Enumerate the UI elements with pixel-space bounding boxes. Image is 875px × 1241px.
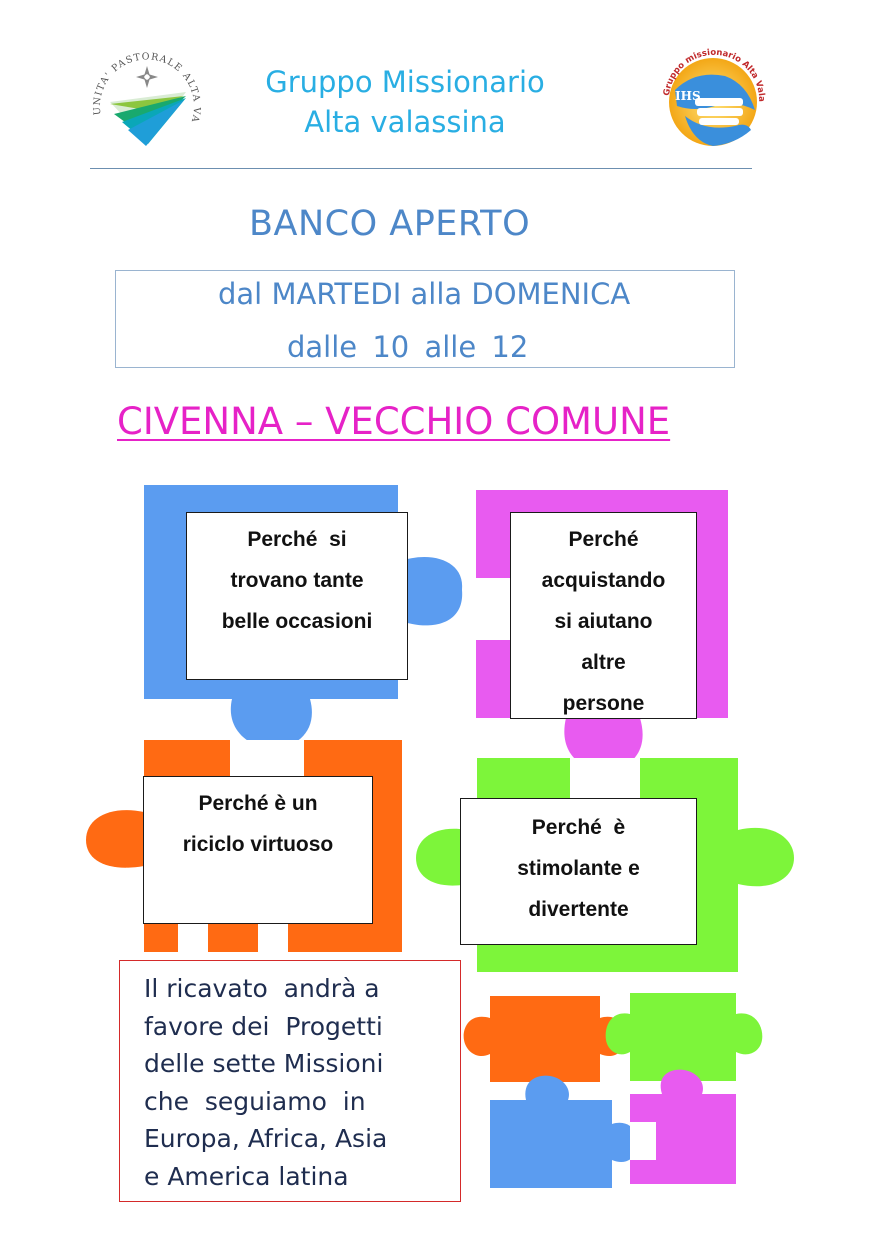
proceeds-text: Il ricavato andrà a favore dei Progetti …	[144, 970, 387, 1195]
group-title: Gruppo Missionario Alta valassina	[215, 62, 595, 142]
hours-box	[115, 270, 735, 368]
proceeds-line: Il ricavato andrà a	[144, 974, 380, 1003]
proceeds-line: delle sette Missioni	[144, 1049, 384, 1078]
small-blue-puzzle-piece	[490, 1075, 639, 1188]
small-orange-puzzle-piece	[463, 996, 627, 1082]
reason-card-occasions: Perché si trovano tante belle occasioni	[186, 512, 408, 680]
card-line: Perché	[568, 528, 639, 551]
small-green-puzzle-piece	[605, 993, 763, 1081]
proceeds-line: e America latina	[144, 1161, 349, 1191]
opening-hours: dalle 10 alle 12	[287, 330, 529, 364]
location-title: CIVENNA – VECCHIO COMUNE	[117, 400, 671, 443]
card-line: acquistando	[541, 569, 666, 592]
card-line: altre	[581, 651, 626, 674]
reason-card-fun: Perché è stimolante e divertente	[460, 798, 697, 945]
proceeds-box	[119, 960, 461, 1202]
card-line: riciclo virtuoso	[182, 833, 334, 856]
proceeds-line: che seguiamo in	[144, 1086, 366, 1116]
card-line: divertente	[528, 898, 629, 921]
mission-group-logo: IHS Gruppo missionario Alta Valassina	[652, 33, 770, 155]
proceeds-line: favore dei Progetti	[144, 1011, 383, 1041]
banner-title: BANCO APERTO	[249, 204, 531, 244]
header-divider	[90, 168, 752, 169]
small-magenta-puzzle-piece	[630, 1069, 736, 1184]
card-line: belle occasioni	[221, 610, 373, 633]
card-line: Perché è	[531, 816, 626, 839]
card-line: persone	[562, 692, 645, 715]
reason-card-help: Perché acquistando si aiutano altre pers…	[510, 512, 697, 719]
opening-days: dal MARTEDI alla DOMENICA	[218, 277, 631, 311]
card-line: Perché è un	[198, 792, 318, 815]
reason-card-recycle: Perché è un riciclo virtuoso	[143, 776, 373, 924]
card-line: si aiutano	[554, 610, 653, 633]
logo-monogram: IHS	[675, 89, 701, 103]
group-title-line2: Alta valassina	[304, 105, 506, 139]
proceeds-line: Europa, Africa, Asia	[144, 1124, 388, 1153]
star-icon	[136, 66, 158, 88]
group-title-line1: Gruppo Missionario	[265, 65, 545, 99]
card-line: trovano tante	[230, 569, 364, 592]
card-line: stimolante e	[517, 857, 640, 880]
pastoral-unit-logo: UNITA' PASTORALE ALTA VALASSINA	[83, 32, 206, 158]
card-line: Perché si	[247, 528, 347, 551]
